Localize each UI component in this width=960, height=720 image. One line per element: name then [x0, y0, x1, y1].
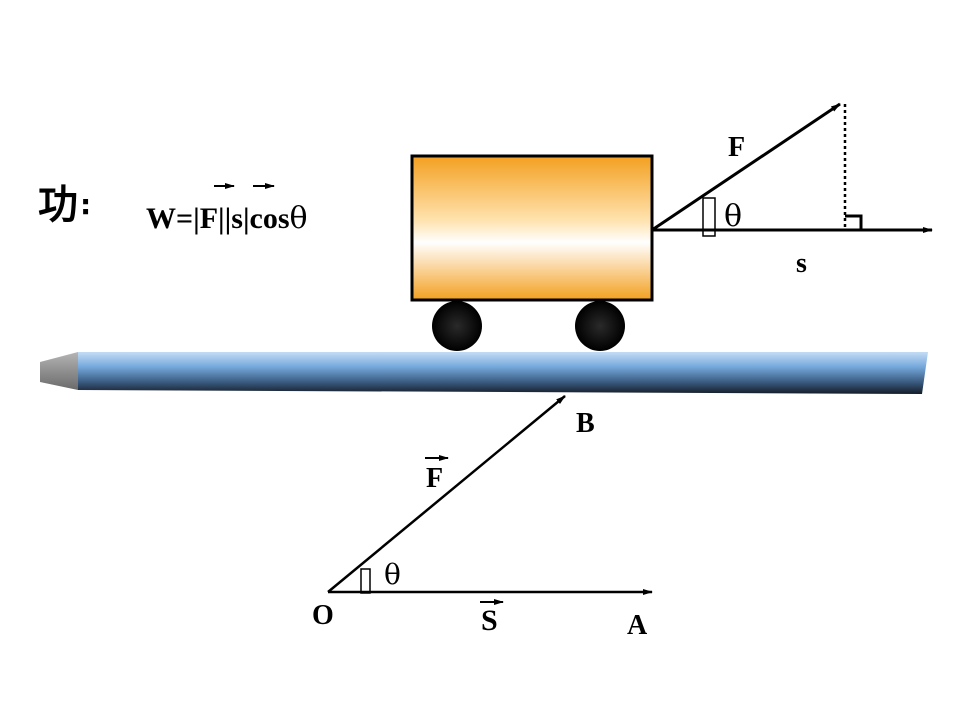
cart-wheel-right [575, 301, 625, 351]
point-o-label: O [312, 600, 334, 631]
formula-suffix: |cos [243, 202, 290, 235]
work-formula: W=|F||s|cosθ [146, 183, 308, 236]
ground-plank [40, 352, 928, 394]
title-text: 功 [38, 182, 78, 228]
plank-body [78, 352, 928, 394]
title-colon: : [80, 188, 91, 221]
angle-label-bottom: θ [384, 558, 401, 591]
formula-theta: θ [290, 201, 308, 236]
bottom-vector-diagram: θ B F O S A [312, 395, 653, 641]
formula-prefix: W=| [146, 202, 200, 235]
displacement-vector-label: S [481, 604, 498, 637]
formula-vec-s: s [231, 202, 243, 235]
force-vector-label: F [426, 463, 443, 494]
force-label: F [728, 132, 745, 163]
force-arrow [651, 102, 841, 232]
formula-mid: || [218, 202, 231, 235]
cart [410, 154, 654, 351]
angle-label: θ [724, 199, 742, 234]
plank-end [40, 352, 78, 390]
cart-body [410, 154, 654, 302]
formula-text: W=|F||s|cosθ [146, 201, 308, 236]
point-b-label: B [576, 408, 595, 439]
right-angle-marker [845, 214, 863, 230]
displacement-label: s [796, 248, 807, 279]
formula-vec-f: F [200, 202, 218, 235]
top-force-diagram: F θ s [651, 102, 933, 279]
cart-wheel-left [432, 301, 482, 351]
angle-box-icon [702, 197, 716, 237]
angle-box-icon-bottom [360, 568, 371, 594]
point-a-label: A [627, 610, 648, 641]
title: 功 : [38, 182, 91, 228]
vector-ob [327, 395, 566, 593]
